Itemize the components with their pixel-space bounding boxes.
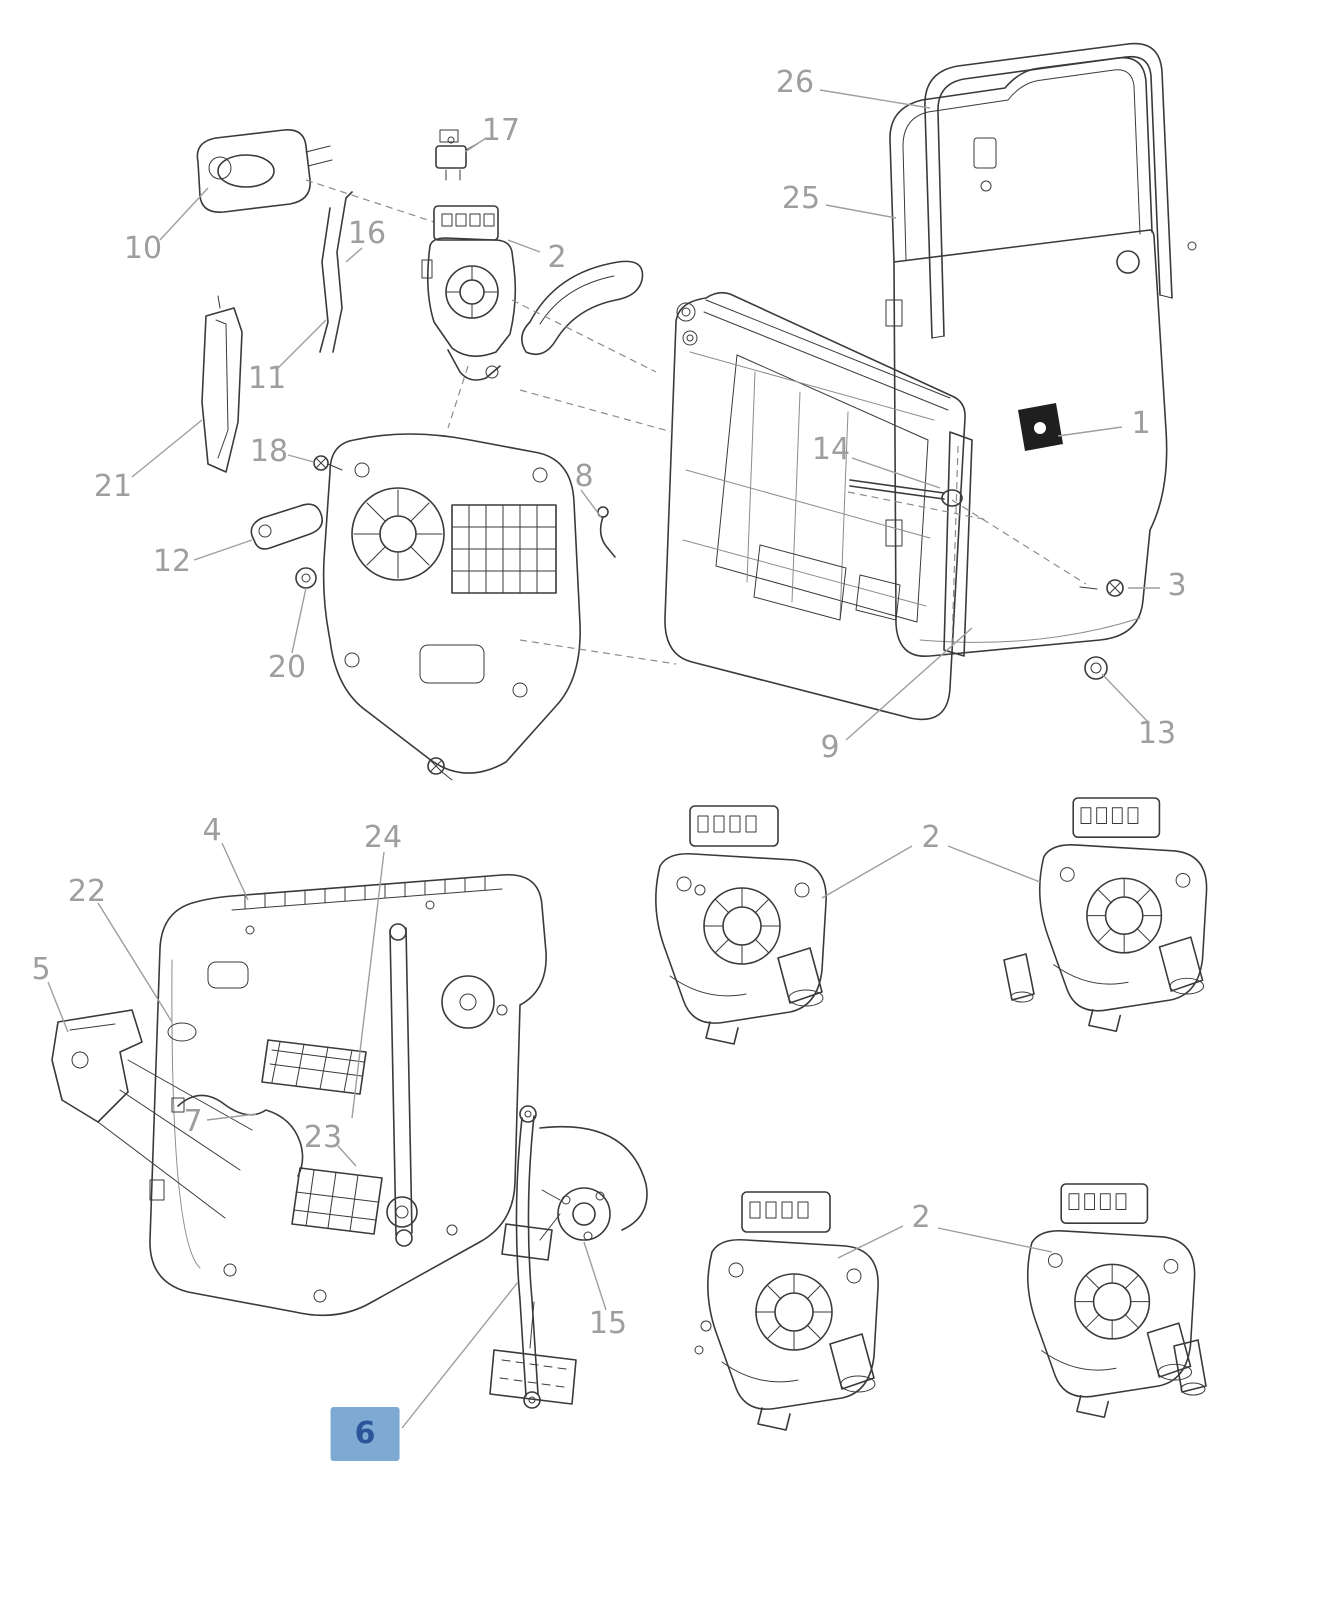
leader-line	[464, 137, 487, 153]
leader-line	[845, 627, 973, 741]
part-callout-18[interactable]: 18	[249, 434, 289, 469]
part-callout-12[interactable]: 12	[152, 544, 192, 579]
leader-line	[821, 845, 913, 899]
leader-line	[507, 239, 541, 253]
inner-carrier-panel-art	[322, 389, 677, 781]
part-callout-9[interactable]: 9	[820, 730, 840, 765]
leader-line	[1101, 673, 1149, 723]
part-callout-25[interactable]: 25	[781, 181, 821, 216]
leader-line	[851, 457, 941, 489]
part-callout-3[interactable]: 3	[1167, 568, 1187, 603]
leader-line	[193, 539, 253, 561]
leader-line	[583, 1241, 607, 1311]
door-latch-top-art	[421, 205, 517, 429]
part-callout-16[interactable]: 16	[347, 216, 387, 251]
leader-line	[206, 1113, 257, 1121]
leader-line	[159, 187, 209, 241]
part-callout-24[interactable]: 24	[363, 820, 403, 855]
leader-line	[47, 981, 69, 1033]
part-callout-17[interactable]: 17	[481, 113, 521, 148]
part-callout-10[interactable]: 10	[123, 231, 163, 266]
lock-rods-art	[319, 191, 353, 353]
leader-line	[287, 454, 315, 463]
part-callout-26[interactable]: 26	[775, 65, 815, 100]
leader-lines	[47, 89, 1160, 1429]
part-callout-7[interactable]: 7	[183, 1104, 203, 1139]
rear-door-module-art	[149, 873, 547, 1317]
part-callout-6-selected[interactable]: 6	[330, 1407, 400, 1461]
leader-line	[825, 204, 897, 219]
part-callout-13[interactable]: 13	[1137, 716, 1177, 751]
leader-line	[337, 1145, 357, 1167]
leader-line	[837, 1225, 904, 1259]
door-shell-art	[664, 291, 1124, 721]
window-regulator-art	[489, 1105, 648, 1409]
leader-line	[221, 842, 249, 901]
door-panel-art	[885, 56, 1197, 657]
leader-line	[401, 1281, 519, 1429]
part-callout-8[interactable]: 8	[574, 459, 594, 494]
leader-line	[277, 319, 327, 369]
leader-line	[97, 902, 173, 1023]
leader-line	[947, 845, 1041, 883]
leader-line	[345, 247, 363, 263]
part-callout-2[interactable]: 2	[547, 240, 567, 275]
part-callout-14[interactable]: 14	[811, 432, 851, 467]
part-callout-2[interactable]: 2	[921, 820, 941, 855]
part-callout-1[interactable]: 1	[1131, 406, 1151, 441]
part-callout-21[interactable]: 21	[93, 469, 133, 504]
hinge-bracket-art	[51, 1009, 253, 1219]
check-strap-bracket-art	[511, 260, 657, 373]
part-callout-15[interactable]: 15	[588, 1306, 628, 1341]
leader-line	[937, 1227, 1053, 1253]
part-callout-5[interactable]: 5	[31, 952, 51, 987]
part-callout-22[interactable]: 22	[67, 874, 107, 909]
part-callout-2[interactable]: 2	[911, 1200, 931, 1235]
part-callout-23[interactable]: 23	[303, 1120, 343, 1155]
leader-line	[819, 89, 931, 109]
leader-line	[131, 419, 203, 478]
leader-line	[1057, 426, 1123, 437]
latch-assembly-art	[655, 797, 1208, 1431]
leader-line	[291, 587, 307, 654]
leader-line	[580, 489, 602, 518]
part-callout-4[interactable]: 4	[202, 813, 222, 848]
part-callout-20[interactable]: 20	[267, 650, 307, 685]
part-callout-11[interactable]: 11	[247, 361, 287, 396]
glass-run-channel-art	[201, 295, 243, 473]
exterior-handle-bezel-art	[196, 129, 435, 223]
leader-line	[351, 851, 385, 1119]
